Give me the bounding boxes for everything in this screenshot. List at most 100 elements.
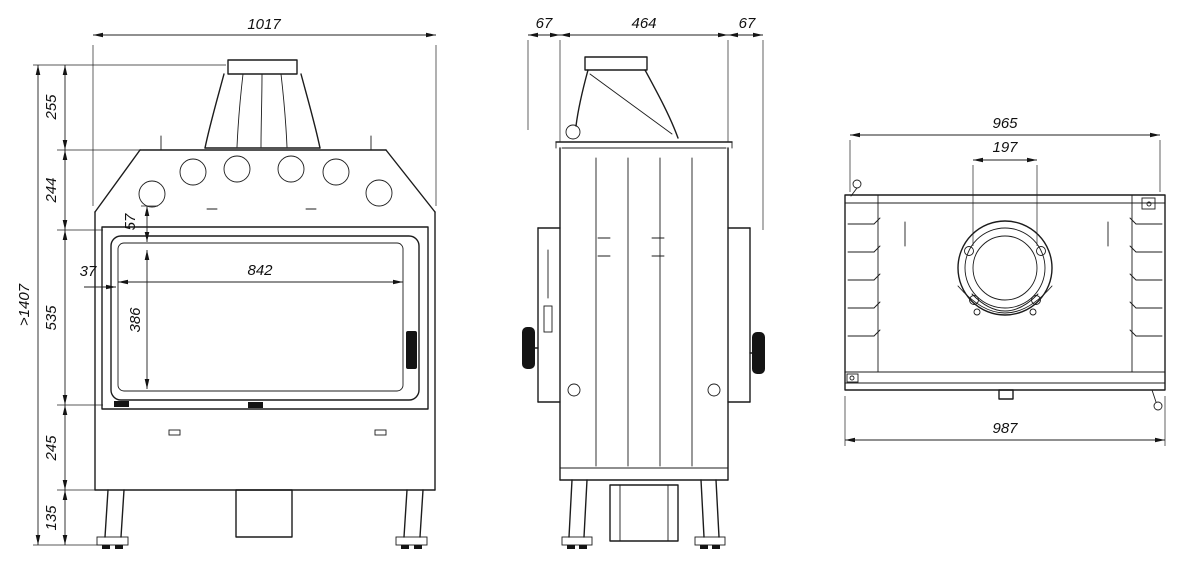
side-rear-offset-dim: 67 [739, 15, 756, 32]
side-depth-dim: 464 [631, 15, 656, 32]
side-foot [561, 536, 593, 546]
right-leg [419, 489, 424, 538]
right-leg [403, 489, 408, 538]
side-handle-front [522, 327, 535, 369]
side-leg [583, 479, 588, 538]
side-front-offset-dim: 67 [536, 15, 553, 32]
foot-pad [712, 545, 720, 549]
door-handle [406, 331, 417, 369]
side-view-object [522, 56, 765, 549]
knockout-circle [179, 158, 207, 186]
corner-hook [1153, 401, 1163, 411]
flue-spigot-mid [964, 227, 1046, 309]
top-body-width-dim: 965 [992, 115, 1018, 132]
front-hood-height-dim: 244 [43, 177, 60, 203]
foot-pad [567, 545, 575, 549]
side-view: 67 464 67 [522, 15, 765, 549]
front-glass-top-offset-dim: 57 [122, 213, 139, 230]
skirt-bolt [973, 308, 981, 316]
side-foot [694, 536, 726, 546]
top-right-slope [385, 149, 436, 213]
skirt-bolt [1029, 308, 1037, 316]
flue-elbow-right [644, 69, 679, 139]
door-outer-frame [101, 226, 429, 410]
top-left-slope [94, 149, 141, 213]
side-leg [568, 479, 573, 538]
left-foot [96, 536, 129, 546]
knockout-circle [223, 155, 251, 183]
left-latches [847, 217, 881, 337]
right-latches [1129, 217, 1163, 337]
bolt-hole [707, 383, 721, 397]
left-leg [104, 489, 109, 538]
flange-bolt [964, 246, 974, 256]
door-frame [110, 235, 420, 401]
foot-pad [579, 545, 587, 549]
knockout-circle [322, 158, 350, 186]
air-vent [248, 402, 263, 408]
front-overall-width-dim: 1017 [247, 16, 281, 33]
front-view: 1017 255 244 535 245 135 >1407 57 [16, 16, 437, 549]
front-leg-height-dim: 135 [43, 505, 60, 531]
corner-plate [1141, 197, 1156, 210]
hood-right-edge [300, 73, 321, 149]
left-leg [120, 489, 125, 538]
knockout-circle [138, 180, 166, 208]
top-view: 965 197 987 [844, 115, 1166, 446]
foot-pad [414, 545, 422, 549]
side-handle-rear [752, 332, 765, 374]
front-glass-width-dim: 842 [247, 262, 273, 279]
flue-spigot-inner [972, 235, 1038, 301]
side-leg [700, 479, 705, 538]
top-flue-spigot-dim: 197 [992, 139, 1018, 156]
top-view-dimensions: 965 197 987 [844, 115, 1166, 446]
side-leg [715, 479, 720, 538]
flue-collar-front [227, 59, 298, 75]
front-base-section-dim: 245 [43, 435, 60, 462]
front-door-section-dim: 535 [43, 305, 60, 331]
flue-elbow-left [575, 69, 589, 127]
foot-pad [700, 545, 708, 549]
top-view-object [844, 179, 1166, 411]
door-latch [114, 401, 129, 407]
side-view-dimensions: 67 464 67 [527, 15, 764, 230]
corner-plate [846, 373, 859, 383]
front-frame-width-dim: 37 [80, 263, 97, 280]
front-canopy-height-dim: 255 [43, 94, 60, 121]
flue-collar-side [584, 56, 648, 71]
spigot-skirt-outer [957, 285, 1053, 314]
base-mark [374, 429, 387, 436]
flue-spigot-outer [957, 220, 1053, 316]
knockout-circle [277, 155, 305, 183]
hood-left-edge [204, 73, 225, 149]
lock-plate [543, 305, 553, 333]
corner-hook-stem [1151, 389, 1157, 403]
top-overall-width-dim: 987 [992, 420, 1018, 437]
corner-hook-stem [850, 187, 858, 197]
front-view-dimensions: 1017 255 244 535 245 135 >1407 57 [16, 16, 437, 546]
front-glass-height-dim: 386 [127, 307, 144, 333]
front-total-height-dim: >1407 [16, 283, 33, 326]
right-foot [395, 536, 428, 546]
corner-plate-hole [1146, 201, 1152, 207]
foot-pad [401, 545, 409, 549]
hood-rib [236, 73, 244, 148]
flange-bolt [1036, 246, 1046, 256]
bolt-hole [567, 383, 581, 397]
hood-rib [260, 73, 263, 148]
damper-rod [589, 73, 673, 135]
hood-rib [280, 73, 288, 148]
center-pedestal [235, 489, 293, 538]
knockout-circle [365, 179, 393, 207]
foot-pad [102, 545, 110, 549]
center-pedestal-side [609, 484, 679, 542]
damper-pivot [565, 124, 581, 140]
rear-tab [998, 389, 1014, 400]
front-view-object [94, 59, 436, 549]
foot-pad [115, 545, 123, 549]
spigot-skirt-inner [971, 293, 1039, 312]
base-mark [168, 429, 181, 436]
corner-plate-hole [849, 375, 855, 381]
